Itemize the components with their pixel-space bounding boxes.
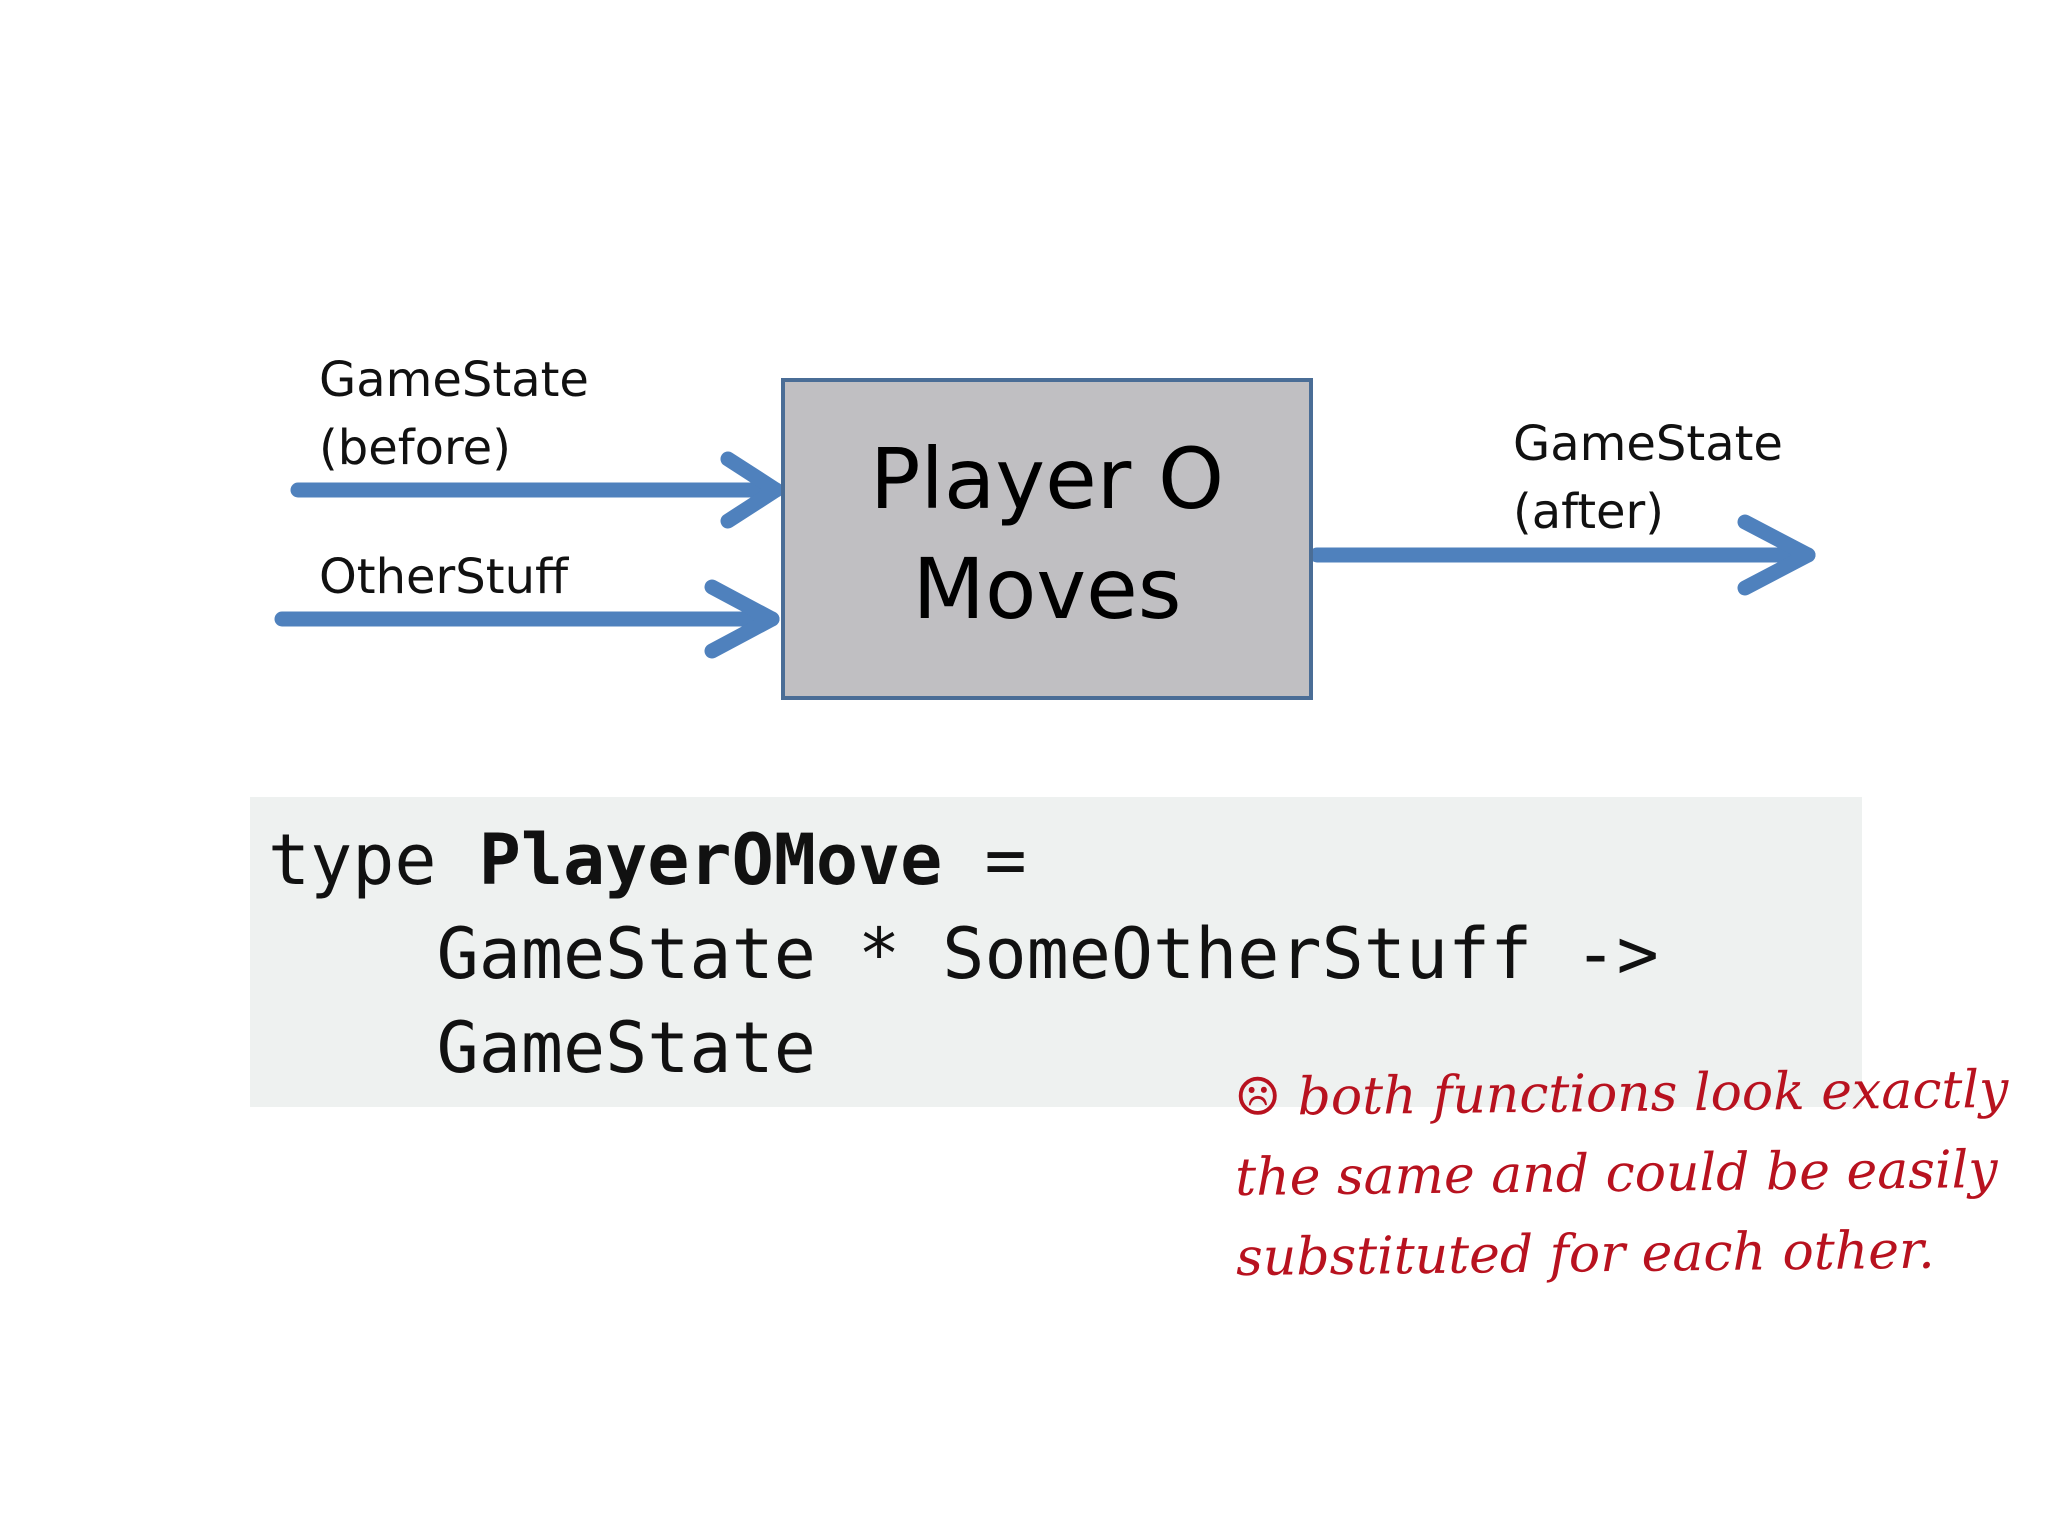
input-label-otherstuff: OtherStuff [319,543,568,611]
note-line-3: substituted for each other. [1235,1220,1935,1288]
process-title-line2: Moves [912,540,1182,638]
code-line-3: GameState [268,1007,816,1089]
input-arrow-gamestate [290,451,784,529]
handwritten-note: ☹ both functions look exactly the same a… [1234,1050,2026,1298]
process-title-line1: Player O [869,430,1225,528]
input-label-gamestate-line2: (before) [319,420,511,476]
process-title: Player O Moves [785,424,1309,644]
code-block: type PlayerOMove = GameState * SomeOther… [250,797,1862,1107]
note-line-1: ☹ both functions look exactly [1234,1059,2009,1128]
code-equals: = [942,819,1027,901]
output-label-gamestate-line1: GameState [1513,416,1783,472]
input-arrow-otherstuff [274,579,780,659]
code-keyword: type [268,819,479,901]
process-box: Player O Moves [781,378,1313,700]
output-arrow-gamestate [1309,514,1816,596]
input-label-gamestate-line1: GameState [319,352,589,408]
code-line-2: GameState * SomeOtherStuff -> [268,913,1659,995]
code-line-1: type PlayerOMove = [268,815,1027,905]
output-label-gamestate: GameState (after) [1513,410,1783,546]
note-line-2: the same and could be easily [1234,1140,1998,1208]
output-label-gamestate-line2: (after) [1513,484,1665,540]
input-label-otherstuff-line1: OtherStuff [319,549,569,605]
code-type-name: PlayerOMove [478,819,943,901]
input-label-gamestate: GameState (before) [319,346,589,482]
